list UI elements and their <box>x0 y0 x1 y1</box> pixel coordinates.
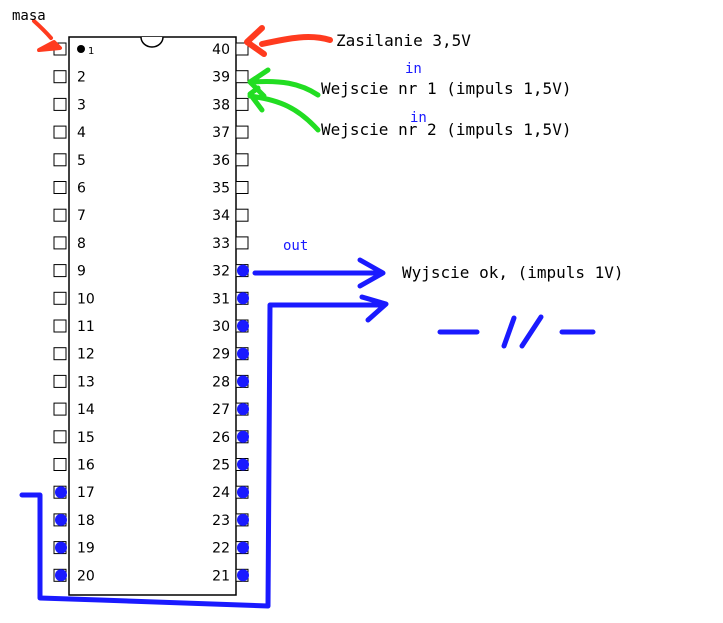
left-pin-number: 15 <box>77 430 95 446</box>
left-pin-number: 18 <box>77 513 95 529</box>
left-pin-dot <box>55 569 67 582</box>
right-pin-number: 33 <box>212 236 230 252</box>
left-pin-number: 17 <box>77 485 95 501</box>
right-pin-dot <box>237 292 249 305</box>
right-pin-number: 36 <box>212 153 230 169</box>
left-pin-number: 19 <box>77 541 95 557</box>
input2-tag: in <box>410 110 427 126</box>
right-pin-dot <box>237 486 249 499</box>
input2-label: Wejscie nr 2 (impuls 1,5V) <box>321 120 571 139</box>
right-pin-number: 21 <box>212 568 230 584</box>
right-pin-square <box>235 208 249 222</box>
left-pin-number: 3 <box>77 97 86 113</box>
right-pin-dot <box>237 458 249 471</box>
right-pin-number: 37 <box>212 125 230 141</box>
left-pin-number: 2 <box>77 70 86 86</box>
right-pin-number: 32 <box>212 264 230 280</box>
left-pin-number: 7 <box>77 208 86 224</box>
right-pin-dot <box>237 569 249 582</box>
broken-connection-symbol <box>437 314 596 349</box>
output-arrow <box>252 257 386 289</box>
right-pin-number: 40 <box>212 42 230 58</box>
input1-arrow <box>247 67 321 99</box>
right-pin-number: 34 <box>212 208 230 224</box>
blue-wire-loop <box>19 294 389 609</box>
left-pin-number: 6 <box>77 181 86 197</box>
right-pin-dot <box>237 513 249 526</box>
right-pin-dot <box>237 403 249 416</box>
left-pin-number: 4 <box>77 125 86 141</box>
right-pin-number: 28 <box>212 374 230 390</box>
left-pin-square <box>53 347 67 361</box>
left-pin-number: 8 <box>77 236 86 252</box>
right-pin-number: 38 <box>212 97 230 113</box>
left-pin-number: 16 <box>77 458 95 474</box>
left-pin-square <box>53 70 67 84</box>
left-pin-square <box>53 291 67 305</box>
left-pin-square <box>53 97 67 111</box>
blue-connection-dots <box>55 264 249 582</box>
right-pin-square <box>235 97 249 111</box>
power-label: Zasilanie 3,5V <box>336 31 471 50</box>
left-pin-square <box>53 181 67 194</box>
pin1-number: 1 <box>88 46 94 57</box>
left-pin-dot <box>55 513 67 526</box>
left-pin-number: 11 <box>77 319 95 335</box>
chip-body <box>68 36 237 596</box>
left-pin-number: 10 <box>77 291 95 307</box>
right-pin-dot <box>237 430 249 443</box>
input2-arrow <box>247 85 321 133</box>
right-pin-number: 23 <box>212 513 230 529</box>
right-pin-number: 24 <box>212 485 230 501</box>
right-pin-number: 39 <box>212 70 230 86</box>
left-pin-square <box>53 458 67 471</box>
right-pin-number: 27 <box>212 402 230 418</box>
right-pin-dot <box>237 264 249 277</box>
right-pin-square <box>235 153 249 167</box>
output-label: Wyjscie ok, (impuls 1V) <box>402 263 624 282</box>
ground-label: masa <box>12 8 46 24</box>
left-pin-square <box>53 264 67 278</box>
right-pin-number: 25 <box>212 458 230 474</box>
right-pin-dot <box>237 320 249 332</box>
right-pin-square <box>235 181 249 194</box>
left-pin-square <box>53 208 67 222</box>
right-pin-square <box>235 70 249 84</box>
right-pin-dot <box>237 375 249 388</box>
right-pin-dot <box>237 347 249 360</box>
right-pin-square <box>235 236 249 250</box>
left-pin-square <box>53 319 67 333</box>
right-pin-number: 22 <box>212 541 230 557</box>
left-pin-square <box>53 374 67 388</box>
left-pin-square <box>53 236 67 250</box>
right-pin-number: 29 <box>212 347 230 363</box>
pin1-dot <box>77 45 85 53</box>
output-tag: out <box>283 238 308 254</box>
left-pin-number: 13 <box>77 374 95 390</box>
left-pin-square <box>53 153 67 167</box>
left-pin-dot <box>55 541 67 554</box>
input1-label: Wejscie nr 1 (impuls 1,5V) <box>321 79 571 98</box>
left-pin-square <box>53 402 67 416</box>
left-pin-number: 12 <box>77 347 95 363</box>
ground-arrow <box>32 19 62 52</box>
left-pin-square <box>53 125 67 139</box>
input1-tag: in <box>405 61 422 77</box>
chip-notch <box>140 36 164 48</box>
right-pin-number: 35 <box>212 181 230 197</box>
left-pin-square <box>53 430 67 444</box>
left-pin-dot <box>55 486 67 499</box>
right-pin-square <box>235 125 249 139</box>
right-pin-dot <box>237 541 249 554</box>
left-pin-number: 5 <box>77 153 86 169</box>
left-pin-number: 14 <box>77 402 95 418</box>
right-pin-number: 30 <box>212 319 230 335</box>
left-pin-number: 20 <box>77 568 95 584</box>
power-arrow <box>244 25 333 57</box>
left-pin-number: 9 <box>77 264 86 280</box>
right-pin-number: 26 <box>212 430 230 446</box>
right-pin-square <box>235 42 249 56</box>
right-pin-number: 31 <box>212 291 230 307</box>
